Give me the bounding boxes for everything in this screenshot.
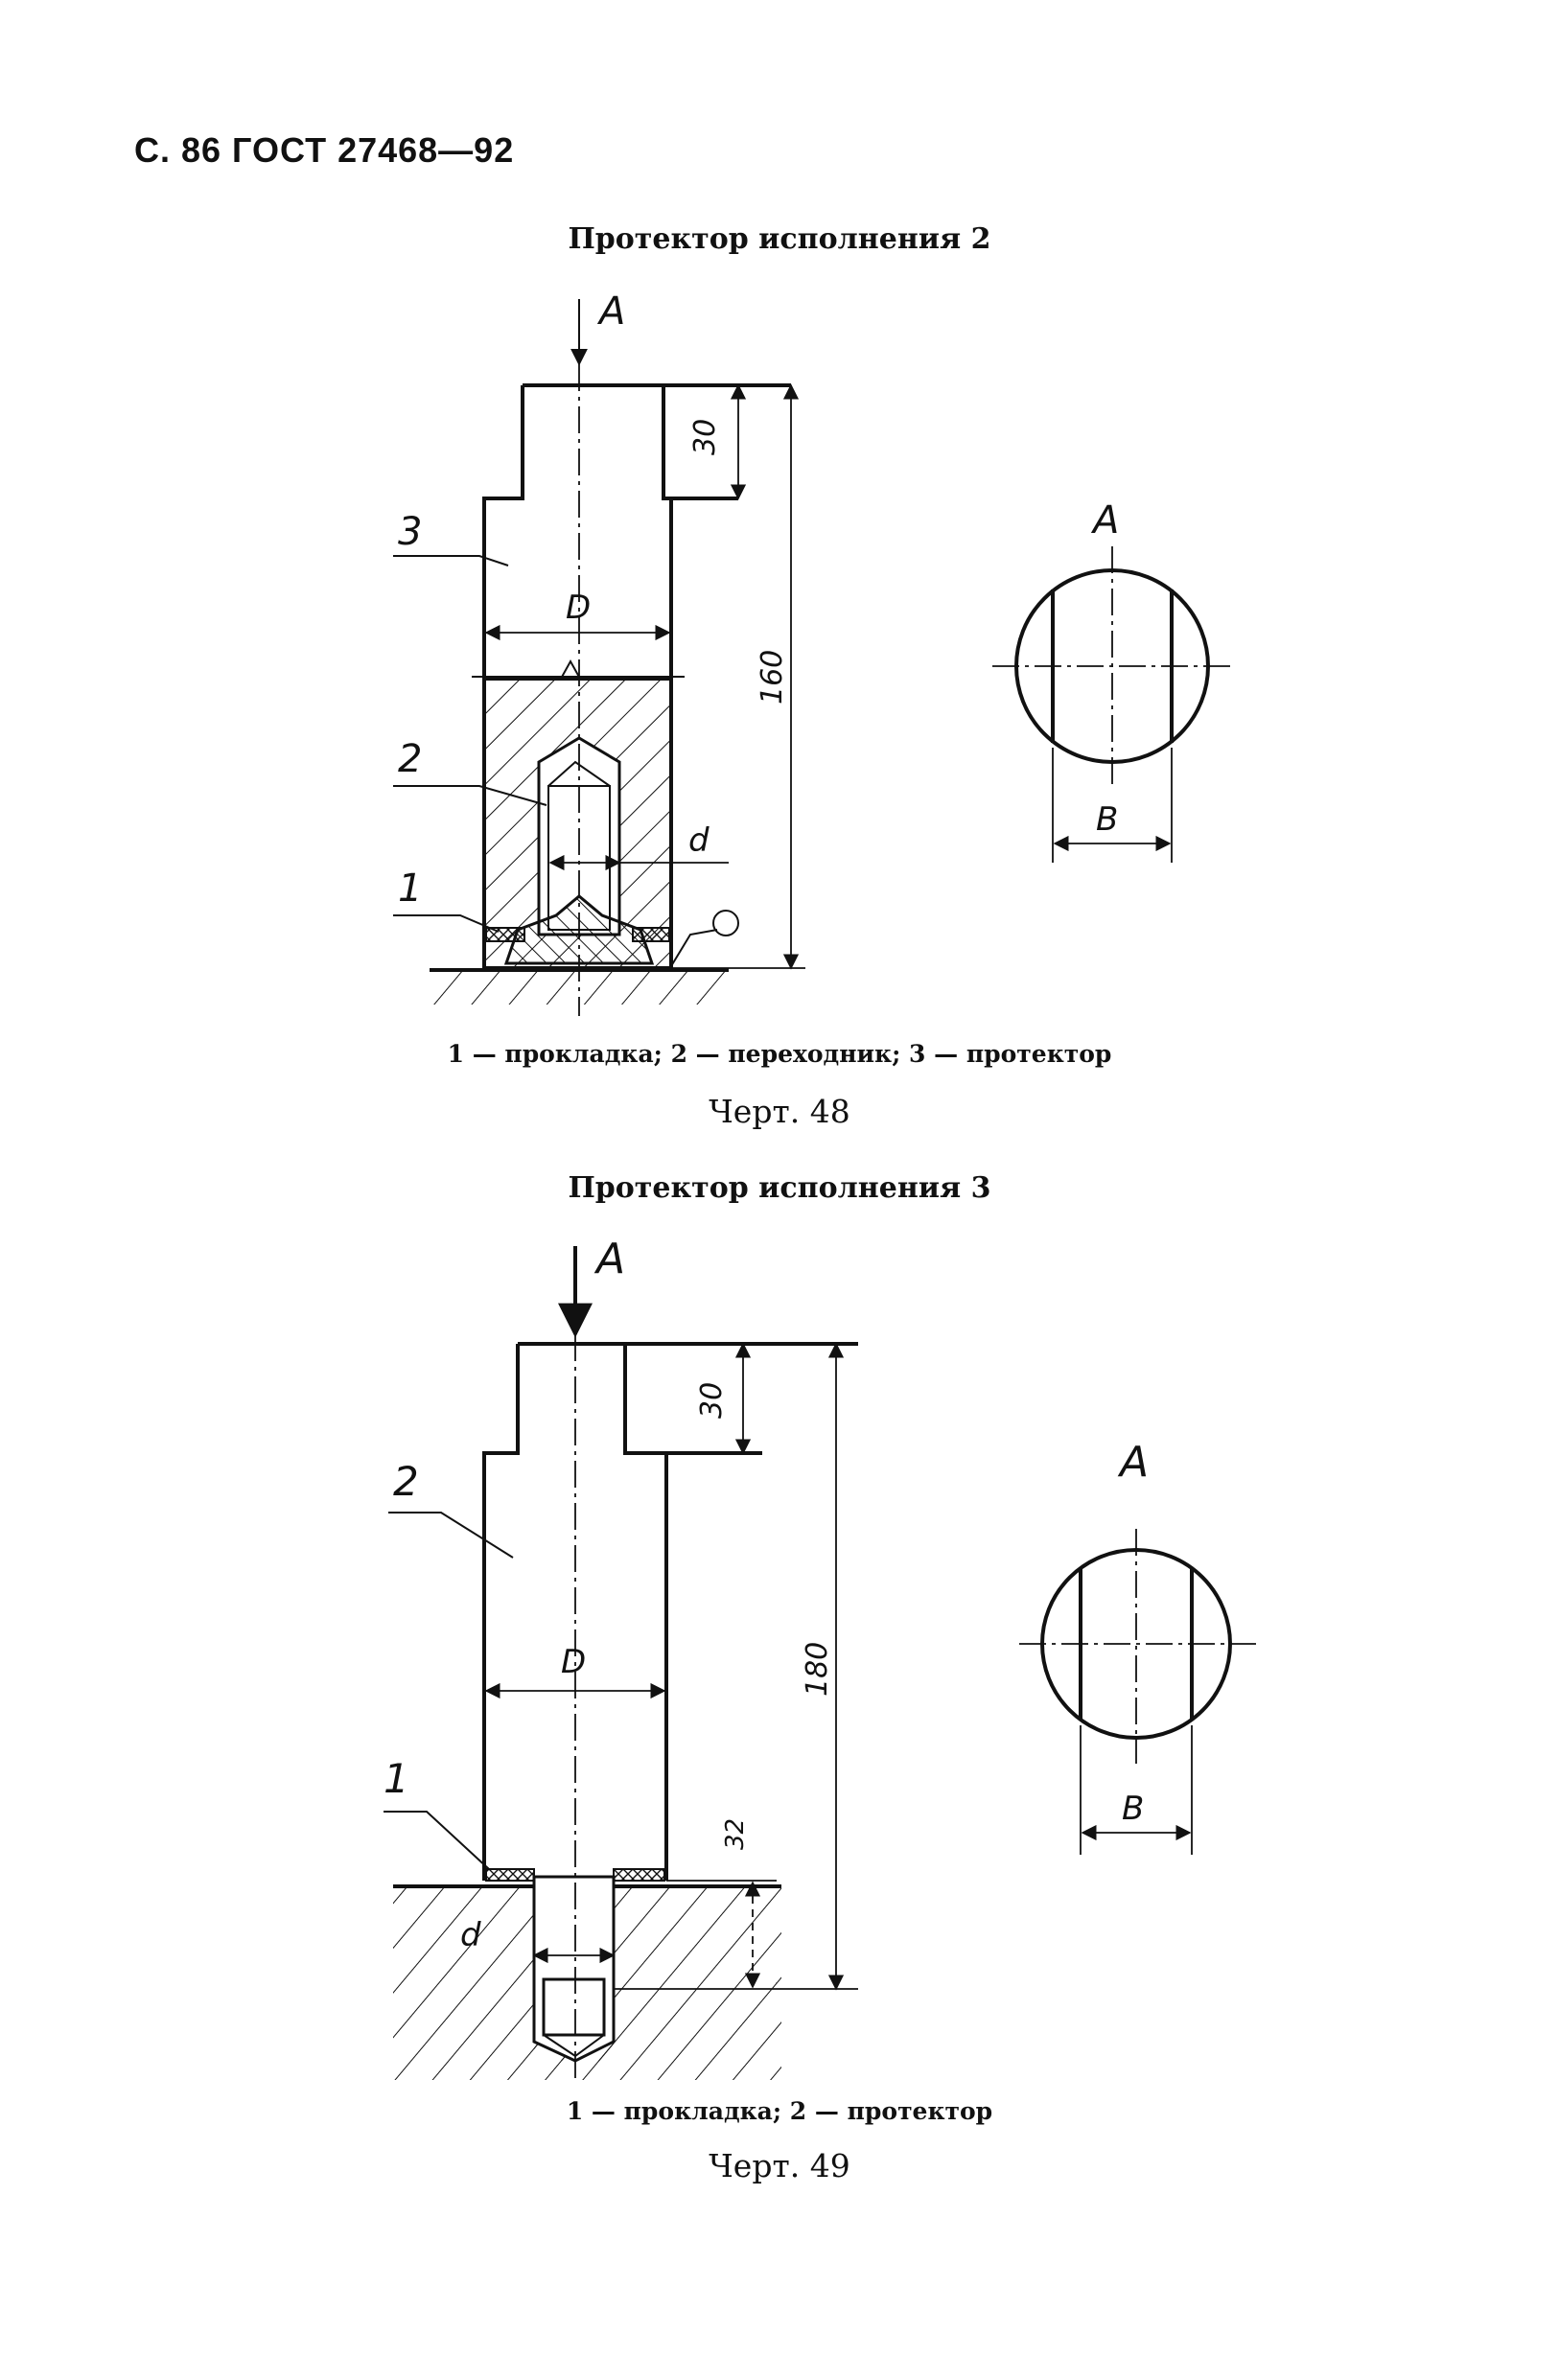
gasket-right-49 <box>613 1868 665 1882</box>
figure-49-legend: 1 — прокладка; 2 — протектор <box>566 2097 993 2125</box>
protector-body-49 <box>482 1342 858 1881</box>
callout-1-49: 1 <box>384 1755 409 1802</box>
view-a-arrow-label-49: A <box>593 1235 625 1283</box>
base-plate-hatch <box>393 1886 781 2061</box>
dim-160-text: 160 <box>756 650 789 705</box>
roughness-circle <box>712 910 739 936</box>
dim-30-text-49: 30 <box>695 1382 729 1419</box>
figure-48-title: Протектор исполнения 2 <box>568 222 991 256</box>
callout-3: 3 <box>398 510 422 554</box>
figure-48-caption: Черт. 48 <box>709 1093 850 1130</box>
figure-48-legend: 1 — прокладка; 2 — переходник; 3 — проте… <box>447 1040 1112 1068</box>
figure-49-title: Протектор исполнения 3 <box>568 1171 991 1205</box>
adapter-chamfer <box>547 760 611 787</box>
view-a-arrow-label: A <box>596 289 625 334</box>
dim-32-text: 32 <box>721 1818 750 1850</box>
dim-b-text: B <box>1096 800 1118 839</box>
gasket-left-49 <box>485 1868 535 1882</box>
dim-d-outer-text: D <box>566 589 591 627</box>
break-mark <box>560 659 581 680</box>
figure-49-caption: Черт. 49 <box>709 2147 850 2184</box>
callout-2-leader <box>393 785 547 806</box>
callout-1-leader-49 <box>384 1811 490 1870</box>
dim-d-thread-text: d <box>688 821 710 860</box>
protector-body-upper <box>482 383 791 679</box>
dim-d-outer-text-49: D <box>561 1643 586 1681</box>
dim-d-thread-text-49: d <box>460 1916 481 1954</box>
page-header: С. 86 ГОСТ 27468—92 <box>134 130 515 170</box>
dim-180-text: 180 <box>801 1642 834 1697</box>
stud-end <box>542 1977 606 2037</box>
callout-2-leader-49 <box>388 1512 514 1559</box>
view-a-label-49: A <box>1117 1438 1149 1487</box>
roughness-sign <box>670 929 718 967</box>
gasket-right <box>632 927 670 942</box>
callout-1-leader <box>393 914 500 933</box>
callout-3-leader <box>393 555 509 566</box>
dim-b-text-49: B <box>1122 1790 1144 1828</box>
dim-30-text: 30 <box>688 419 722 455</box>
view-a-label: A <box>1090 498 1119 543</box>
callout-2-49: 2 <box>393 1458 419 1505</box>
callout-1: 1 <box>398 867 422 911</box>
callout-2: 2 <box>398 737 422 781</box>
